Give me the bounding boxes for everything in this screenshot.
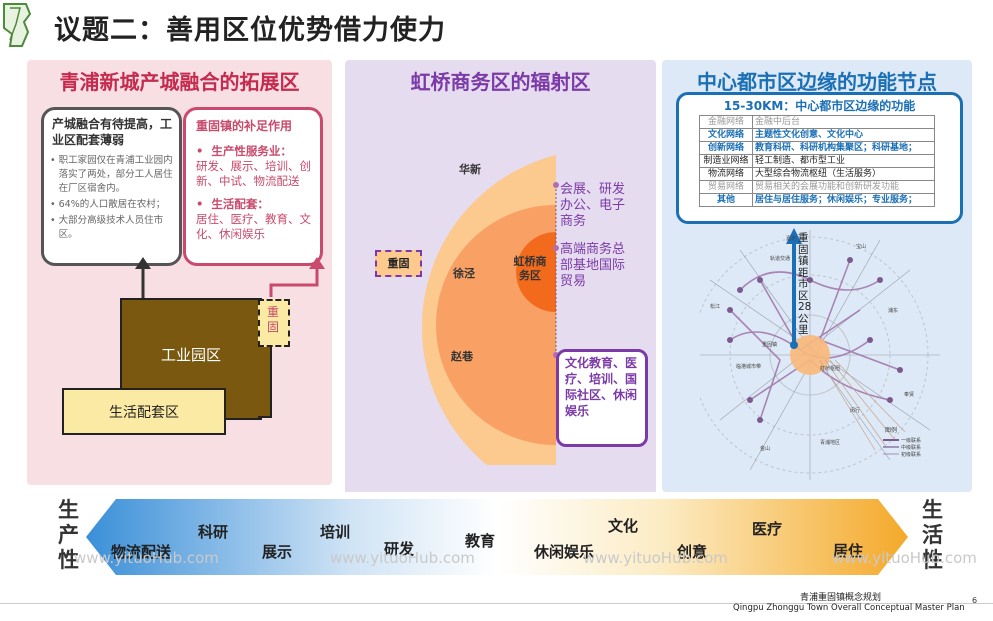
table-row: 金融网络金融中后台 <box>699 115 935 129</box>
panel3-title: 中心都市区边缘的功能节点 <box>697 70 937 94</box>
radiation-text-3: 文化教育、医疗、培训、国际社区、休闲娱乐 <box>565 356 638 418</box>
supplement-item2-title: • 生活配套： <box>196 197 269 211</box>
table-row: 物流网络大型综合物流枢纽（生活服务） <box>699 167 935 181</box>
living-zone-label: 生活配套区 <box>109 405 179 421</box>
table-cell-network: 物流网络 <box>699 167 753 181</box>
supplement-box: 重固镇的补足作用 • 生产性服务业： 研发、展示、培训、创新、中试、物流配送 •… <box>183 107 323 266</box>
supplement-item1-text: 研发、展示、培训、创新、中试、物流配送 <box>196 159 311 188</box>
keyword-education: 教育 <box>465 532 496 550</box>
keyword-rnd: 研发 <box>384 540 415 558</box>
keyword-logistics: 物流配送 <box>111 543 172 561</box>
logo <box>0 0 44 50</box>
table-cell-function: 大型综合物流枢纽（生活服务） <box>752 167 935 181</box>
map-label: 青浦地区 <box>820 439 840 446</box>
living-label: 生活性 <box>922 498 943 572</box>
map-label: 宝山 <box>856 243 866 250</box>
panel1-arrows <box>135 257 325 298</box>
table-cell-network: 创新网络 <box>699 141 753 155</box>
function-table: 金融网络金融中后台文化网络主题性文化创意、文化中心创新网络教育科研、科研机构集聚… <box>699 115 935 207</box>
table-cell-network: 贸易网络 <box>699 180 753 194</box>
table-cell-function: 轻工制造、都市型工业 <box>752 154 935 168</box>
table-cell-network: 其他 <box>699 193 753 207</box>
watermark: www.yituoHub.com <box>832 549 977 567</box>
table-cell-network: 制造业网络 <box>699 154 753 168</box>
zhonggu-block: 重固 <box>258 299 290 347</box>
supplement-item1-title: • 生产性服务业： <box>196 144 292 158</box>
page-number: 6 <box>972 596 978 605</box>
map-label: 浦东 <box>888 307 898 314</box>
footer-cn: 青浦重固镇概念规划 <box>800 593 882 603</box>
keyword-leisure: 休闲娱乐 <box>534 543 595 561</box>
list-item: • 职工家园仅在青浦工业园内落实了两处，部分工人居住在厂区宿舍内。 <box>50 155 173 194</box>
huaxin-label: 华新 <box>459 163 481 176</box>
zhaoxiang-label: 赵巷 <box>451 350 473 363</box>
legend-title: 图例 <box>885 426 897 434</box>
zhonggu-marker: 重固 <box>375 250 422 277</box>
watermark: www.yituoHub.com <box>330 549 475 567</box>
map-label: 轨道交通 <box>770 255 790 262</box>
legend-item-2: 中级联系 <box>901 444 921 451</box>
spectrum-arrow <box>86 499 908 575</box>
supplement-heading: 重固镇的补足作用 <box>196 119 293 133</box>
living-zone-block: 生活配套区 <box>62 388 226 435</box>
map-label: 虹桥枢纽 <box>820 365 840 372</box>
legend-item-3: 初级联系 <box>901 451 921 458</box>
radiation-text-2: 高端商务总部基地国际贸易 <box>560 242 626 289</box>
table-row: 文化网络主题性文化创意、文化中心 <box>699 128 935 142</box>
map-label: 金山 <box>760 445 770 452</box>
map-label: 松江 <box>710 303 720 310</box>
list-item: • 大部分高级技术人员住市区。 <box>50 215 164 240</box>
map-label: 重固镇 <box>762 341 777 348</box>
watermark: www.yituoHub.com <box>74 549 219 567</box>
list-item: • 64%的人口散居在农村； <box>50 199 166 210</box>
table-cell-network: 金融网络 <box>699 115 753 129</box>
industrial-park-label: 工业园区 <box>160 346 221 364</box>
distance-label: 重固镇距市区28公里 <box>798 232 812 336</box>
table-cell-function: 贸易相关的会展功能和创新研发功能 <box>752 180 935 194</box>
panel1-title: 青浦新城产城融合的拓展区 <box>59 70 300 94</box>
keyword-housing: 居住 <box>833 542 864 560</box>
table-row: 其他居住与居住服务；休闲娱乐；专业服务； <box>699 193 935 207</box>
function-table-box: 15-30KM：中心都市区边缘的功能 金融网络金融中后台文化网络主题性文化创意、… <box>676 92 963 224</box>
panel2-title: 虹桥商务区的辐射区 <box>410 70 591 94</box>
radiation-service-box: 文化教育、医疗、培训、国际社区、休闲娱乐 <box>556 349 648 447</box>
footer-en: Qingpu Zhonggu Town Overall Conceptual M… <box>733 603 965 613</box>
hongqiao-label: 虹桥商务区 <box>513 255 547 282</box>
watermark: www.yituoHub.com <box>583 549 728 567</box>
keyword-training: 培训 <box>320 523 351 541</box>
function-table-title: 15-30KM：中心都市区边缘的功能 <box>723 99 916 113</box>
problem-box: 产城融合有待提高，工业区配套薄弱 • 职工家园仅在青浦工业园内落实了两处，部分工… <box>41 107 182 266</box>
keyword-research: 科研 <box>198 523 229 541</box>
table-cell-function: 居住与居住服务；休闲娱乐；专业服务； <box>752 193 935 207</box>
footer-divider <box>0 603 993 604</box>
supplement-item2-text: 居住、医疗、教育、文化、休闲娱乐 <box>196 212 311 241</box>
xujing-label: 徐泾 <box>453 267 475 280</box>
industrial-park-extension <box>258 343 272 418</box>
radiation-diagram <box>345 150 656 492</box>
table-cell-function: 主题性文化创意、文化中心 <box>752 128 935 142</box>
table-cell-function: 教育科研、科研机构集聚区；科研基地； <box>752 141 935 155</box>
production-label: 生产性 <box>58 498 79 572</box>
table-cell-function: 金融中后台 <box>752 115 935 129</box>
map-label: 临港城市带 <box>736 363 761 370</box>
legend-item-1: 一级联系 <box>901 437 921 444</box>
map-label: 奉贤 <box>904 391 914 398</box>
map-label: 闵行 <box>850 407 860 414</box>
page-title: 议题二：善用区位优势借力使力 <box>54 15 446 46</box>
radiation-text-1: 会展、研发办公、电子商务 <box>560 182 626 229</box>
table-row: 制造业网络轻工制造、都市型工业 <box>699 154 935 168</box>
problem-heading: 产城融合有待提高，工业区配套薄弱 <box>52 117 173 147</box>
keyword-creative: 创意 <box>677 543 708 561</box>
table-row: 贸易网络贸易相关的会展功能和创新研发功能 <box>699 180 935 194</box>
zhonggu-label: 重固 <box>267 305 280 334</box>
table-row: 创新网络教育科研、科研机构集聚区；科研基地； <box>699 141 935 155</box>
map-label: 嘉定 <box>786 235 796 242</box>
keyword-exhibition: 展示 <box>262 543 293 561</box>
keyword-culture: 文化 <box>608 517 639 535</box>
keyword-medical: 医疗 <box>752 520 783 538</box>
table-cell-network: 文化网络 <box>699 128 753 142</box>
problem-bullets: • 职工家园仅在青浦工业园内落实了两处，部分工人居住在厂区宿舍内。 • 64%的… <box>50 154 174 242</box>
